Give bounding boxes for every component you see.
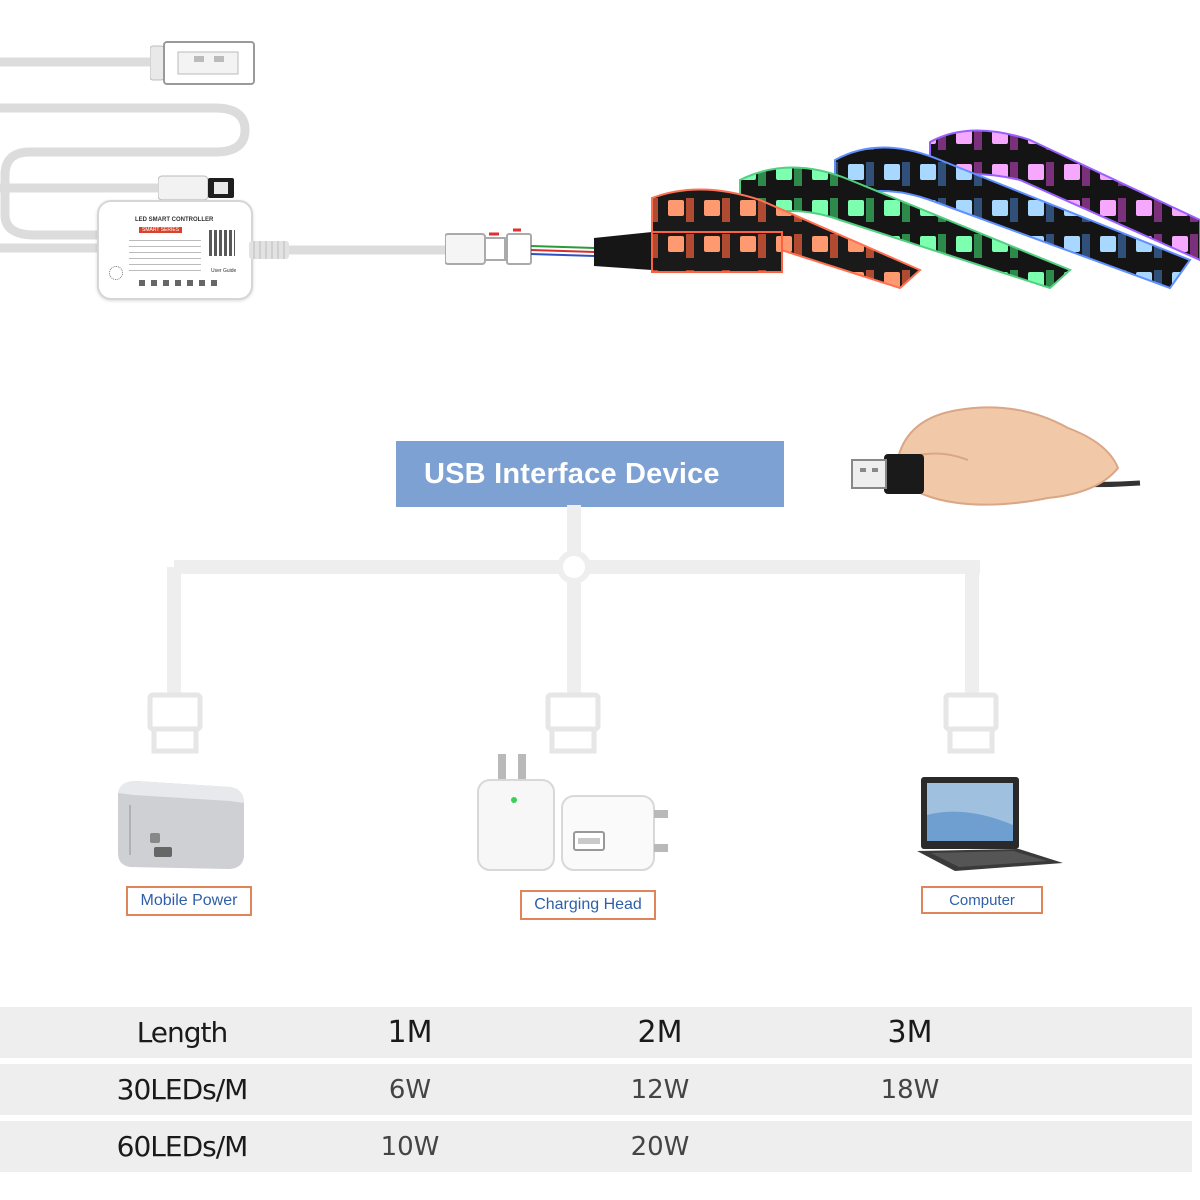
device-label-charging-head: Charging Head <box>520 890 656 920</box>
controller-series: SMART SERIES <box>139 227 183 233</box>
table-cell <box>830 1121 990 1172</box>
speaker-icon <box>109 266 123 280</box>
page-title: USB Interface Device <box>424 457 720 490</box>
device-label-computer: Computer <box>921 886 1043 914</box>
table-header-cell: 3M <box>887 1015 933 1050</box>
qr-code-icon <box>209 230 235 256</box>
power-bank-icon <box>118 781 244 869</box>
table-header-cell: Length <box>136 1016 229 1049</box>
table-cell: 30LEDs/M <box>116 1073 249 1106</box>
led-strip-illustration <box>594 129 1200 290</box>
cert-icons <box>139 280 219 286</box>
usb-plug-icon <box>150 41 255 85</box>
charging-head-icon <box>477 754 668 871</box>
title-box: USB Interface Device <box>396 441 784 507</box>
usb-branch-diagram <box>147 505 999 754</box>
table-cell: 10W <box>380 1131 440 1162</box>
table-header-row: Length 1M 2M 3M <box>0 1007 1192 1058</box>
strain-relief <box>249 241 289 259</box>
table-header-cell: 2M <box>637 1015 683 1050</box>
jst-connector-icon <box>445 228 595 265</box>
table-cell: 12W <box>630 1074 690 1105</box>
table-cell: 60LEDs/M <box>116 1130 249 1163</box>
connector-plug-icon <box>158 175 234 201</box>
controller-guide: User Guide <box>211 268 237 274</box>
table-row: 60LEDs/M 10W 20W <box>0 1121 1192 1172</box>
table-header-cell: 1M <box>387 1015 433 1050</box>
spec-lines <box>129 240 201 274</box>
device-label-mobile-power: Mobile Power <box>126 886 252 916</box>
table-cell: 20W <box>630 1131 690 1162</box>
controller-box: LED SMART CONTROLLER SMART SERIES User G… <box>97 200 253 300</box>
laptop-icon <box>917 777 1063 871</box>
controller-heading: LED SMART CONTROLLER <box>135 217 214 223</box>
table-cell: 6W <box>388 1074 432 1105</box>
table-cell: 18W <box>880 1074 940 1105</box>
table-row: 30LEDs/M 6W 12W 18W <box>0 1064 1192 1115</box>
hand-holding-usb-icon <box>851 406 1141 506</box>
